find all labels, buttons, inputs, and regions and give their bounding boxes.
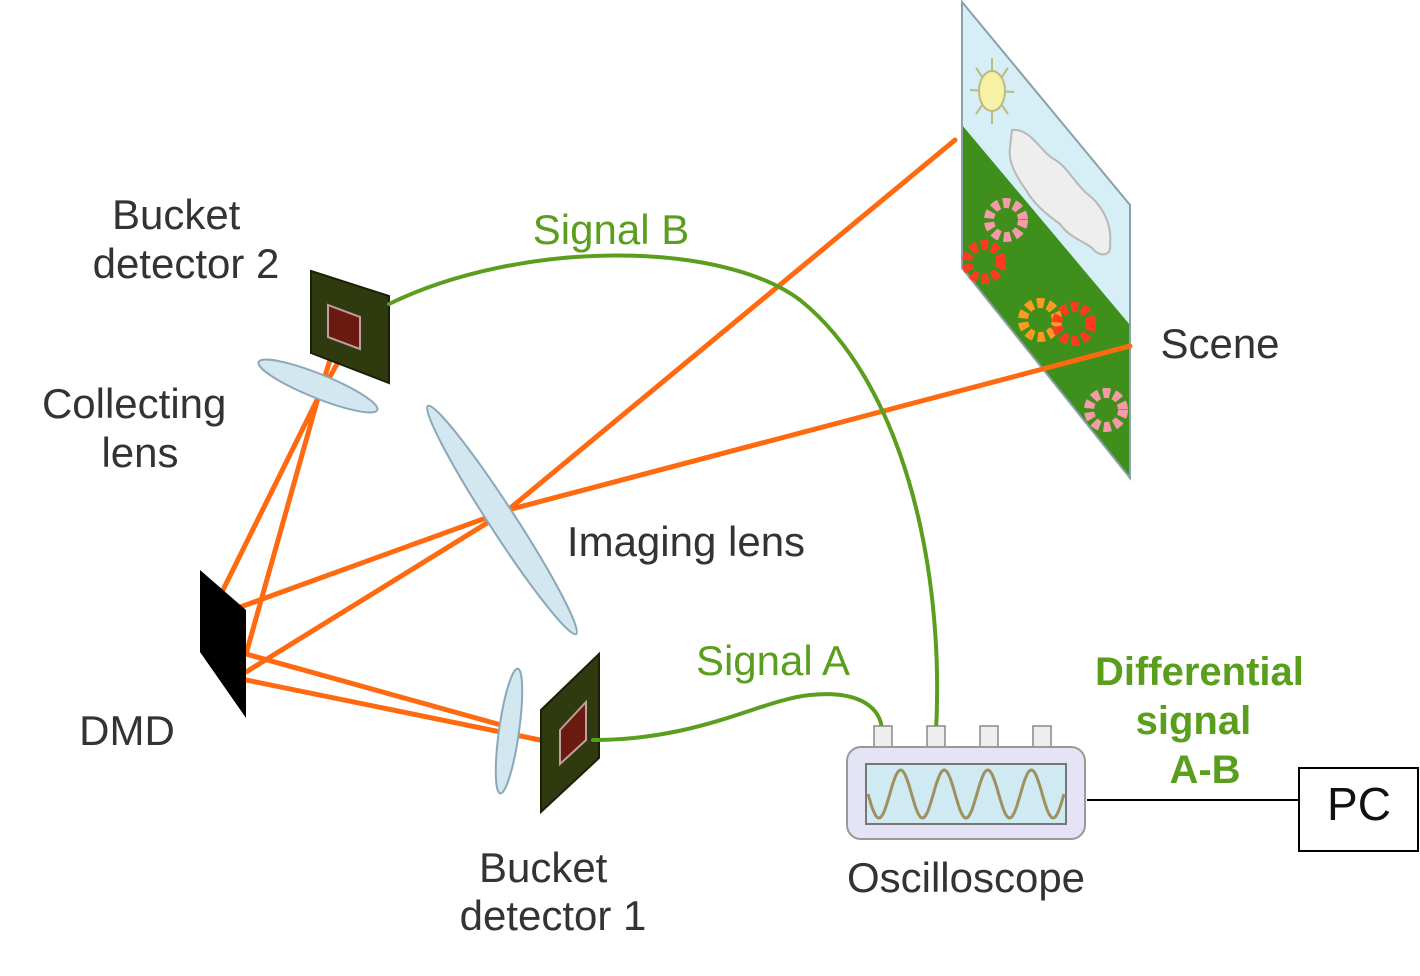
sun-icon	[969, 58, 1015, 124]
scene-border	[961, 0, 1131, 481]
signal-a-label: Signal A	[696, 637, 850, 684]
collecting-lens-label-line-1: Collecting	[42, 380, 226, 427]
flower-icon	[1052, 302, 1096, 346]
beam-scene-upper	[505, 137, 958, 513]
oscilloscope-screen	[865, 763, 1067, 825]
beam-lens-to-dmd-bottom	[243, 507, 511, 675]
collecting-lens-label: Collecting lens	[42, 380, 238, 476]
pc-box	[1298, 767, 1419, 852]
flower-icon	[1084, 388, 1128, 432]
cloud-icon	[1008, 128, 1112, 256]
beam-dmd-to-collecting-b	[243, 395, 321, 657]
bucket-detector-1-label-line-1: Bucket	[479, 844, 608, 891]
detector1-lens	[494, 667, 524, 795]
scene-panel	[961, 0, 1131, 481]
bucket-detector-2-label: Bucket detector 2	[93, 191, 280, 287]
bucket-detector-2-label-line-1: Bucket	[112, 191, 241, 238]
flower-icon	[962, 240, 1006, 284]
dmd	[200, 570, 246, 718]
signal-b-cable	[387, 253, 940, 734]
bucket-detector-1	[540, 651, 600, 815]
dmd-label: DMD	[79, 707, 175, 754]
differential-label-line-2: signal	[1136, 699, 1252, 743]
pc-label: PC	[1327, 778, 1391, 830]
signal-cables	[387, 253, 940, 742]
collecting-lens	[257, 358, 379, 414]
beam-dmd-to-collecting-a	[217, 395, 321, 599]
differential-signal-label: Differential signal A-B	[1095, 650, 1315, 792]
differential-label-line-1: Differential	[1095, 650, 1304, 694]
bucket-detector-2-label-line-2: detector 2	[93, 240, 280, 287]
oscilloscope	[846, 725, 1086, 840]
beam-dmd-to-detector1-b	[243, 677, 543, 743]
beam-scene-lower	[505, 343, 1133, 513]
signal-b-label: Signal B	[533, 206, 689, 253]
imaging-lens-label: Imaging lens	[567, 518, 805, 565]
signal-a-cable	[591, 692, 884, 742]
differential-label-line-3: A-B	[1169, 748, 1240, 792]
bucket-detector-1-label-line-2: detector 1	[460, 892, 647, 939]
scene-grass	[962, 125, 1130, 478]
beam-lens-to-dmd-top	[229, 507, 511, 613]
bucket-detector-1-label: Bucket detector 1	[460, 844, 647, 939]
collecting-lens-label-line-2: lens	[101, 429, 178, 476]
flower-icon	[984, 198, 1028, 242]
oscilloscope-label: Oscilloscope	[847, 854, 1085, 901]
beam-dmd-to-detector1-a	[243, 651, 515, 731]
imaging-lens	[426, 404, 578, 636]
oscilloscope-wave	[866, 768, 1066, 820]
bucket-detector-2	[310, 269, 390, 385]
scene-label: Scene	[1160, 320, 1279, 367]
